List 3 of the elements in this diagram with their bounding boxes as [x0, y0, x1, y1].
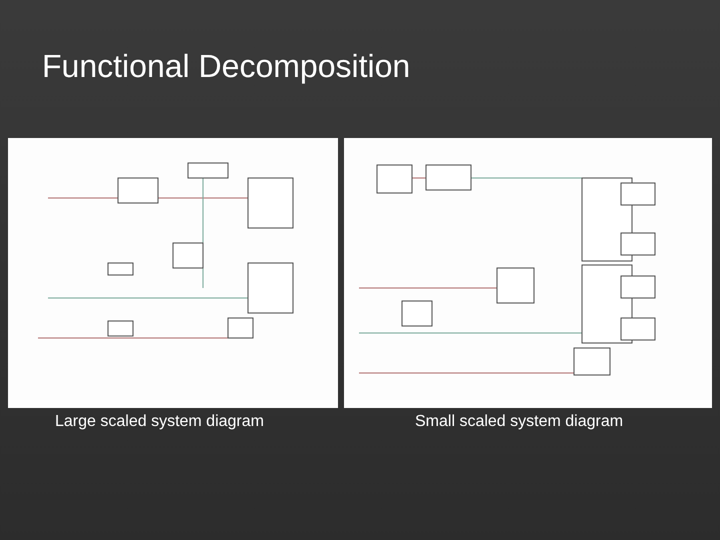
image-caption: Small scaled system diagram: [415, 413, 624, 431]
image-caption: Large scaled system diagram: [55, 413, 264, 431]
slide-title: Functional Decomposition: [42, 48, 410, 85]
